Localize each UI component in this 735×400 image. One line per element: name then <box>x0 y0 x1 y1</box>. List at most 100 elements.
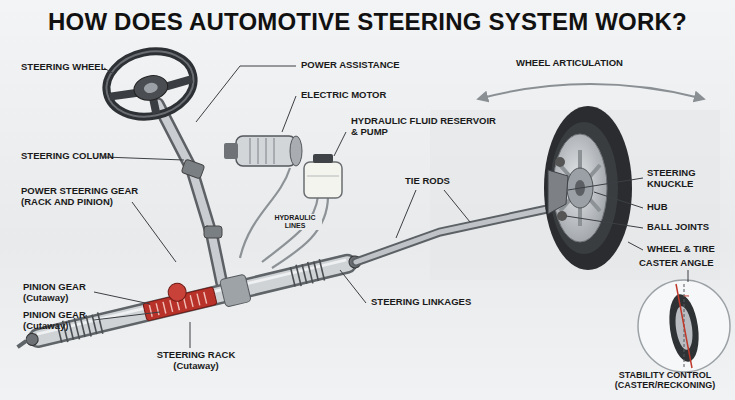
part-label: BALL JOINTS <box>646 222 710 233</box>
steering-wheel <box>100 44 199 125</box>
part-label: POWER STEERING GEAR (RACK AND PINION) <box>20 186 142 208</box>
steering-wheel <box>100 44 199 125</box>
fluid-reservoir <box>313 154 333 163</box>
rack-and-pinion <box>296 265 301 286</box>
leader-lines <box>396 190 416 238</box>
tie-rod <box>356 208 552 262</box>
caster-inset <box>684 295 689 296</box>
rack-and-pinion <box>17 341 28 347</box>
electric-motor <box>250 138 251 164</box>
leader-lines <box>688 270 689 282</box>
caster-inset <box>638 280 730 372</box>
caster-inset <box>638 280 730 372</box>
electric-motor <box>236 136 296 166</box>
part-label: ELECTRIC MOTOR <box>300 90 387 101</box>
leader-lines <box>594 192 643 208</box>
rack-and-pinion <box>37 260 346 334</box>
rack-and-pinion <box>190 295 193 307</box>
wheel-and-tire <box>544 106 632 270</box>
leader-lines <box>132 202 176 262</box>
leader-lines <box>104 157 184 160</box>
steering-column <box>158 104 222 284</box>
fluid-reservoir <box>307 176 339 177</box>
rack-and-pinion <box>308 262 313 283</box>
steering-column <box>158 104 222 284</box>
articulation-arrow <box>482 84 700 98</box>
rack-and-pinion <box>219 274 251 307</box>
rack-and-pinion <box>86 315 91 336</box>
rack-and-pinion <box>12 240 364 357</box>
leader-lines <box>444 190 470 222</box>
rack-and-pinion <box>302 264 307 283</box>
leader-lines <box>334 132 346 156</box>
wheel-and-tire <box>548 170 568 214</box>
leader-lines <box>566 216 643 228</box>
leader-lines <box>94 312 160 320</box>
hydraulic-lines <box>272 196 328 268</box>
part-label: STEERING WHEEL <box>20 62 108 73</box>
rack-and-pinion <box>80 318 85 337</box>
part-label: STEERING COLUMN <box>20 151 115 162</box>
fluid-reservoir <box>304 154 342 198</box>
rack-and-pinion <box>314 262 319 281</box>
part-label: STEERING KNUCKLE <box>646 168 728 190</box>
leader-lines <box>196 66 296 122</box>
wheel-and-tire <box>557 211 567 221</box>
steering-column <box>204 226 222 238</box>
caster-inset <box>676 284 692 368</box>
fluid-reservoir <box>304 162 342 198</box>
tie-rod <box>356 208 552 262</box>
steering-column <box>158 104 222 284</box>
rack-and-pinion <box>156 303 159 315</box>
part-label: HUB <box>646 202 669 213</box>
leader-lines <box>94 292 150 304</box>
electric-motor <box>266 138 267 164</box>
part-label: WHEEL & TIRE <box>646 244 716 255</box>
steering-column <box>181 159 205 179</box>
rack-and-pinion <box>149 305 152 317</box>
rack-and-pinion <box>163 302 166 314</box>
electric-motor <box>274 138 275 164</box>
leader-lines <box>282 96 296 132</box>
part-label: STEERING RACK (Cutaway) <box>140 350 252 372</box>
part-label: TIE RODS <box>404 176 451 187</box>
part-label: PINION GEAR (Cutaway) <box>22 310 96 332</box>
rack-and-pinion <box>38 264 347 338</box>
part-label: HYDRAULIC FLUID RESERVOIR & PUMP <box>350 116 502 138</box>
rack-and-pinion <box>319 259 324 280</box>
diagram-title: HOW DOES AUTOMOTIVE STEERING SYSTEM WORK… <box>48 8 687 36</box>
hydraulic-lines <box>240 168 290 258</box>
leader-lines <box>568 178 643 190</box>
rack-and-pinion <box>92 315 97 334</box>
part-label: WHEEL ARTICULATION <box>515 58 624 69</box>
steering-wheel <box>143 82 159 95</box>
leader-lines <box>340 270 366 303</box>
articulation-arrow <box>482 84 700 98</box>
rack-and-pinion <box>38 264 347 338</box>
rack-and-pinion <box>290 267 295 286</box>
rack-and-pinion <box>197 294 200 306</box>
part-label: POWER ASSISTANCE <box>300 60 401 71</box>
part-label: HYDRAULIC LINES <box>268 214 322 230</box>
wheel-and-tire <box>544 106 632 270</box>
rack-and-pinion <box>170 300 173 312</box>
rack-and-pinion <box>98 312 103 333</box>
leader-lines <box>94 66 688 348</box>
tie-rod <box>356 202 558 262</box>
part-label: CASTER ANGLE <box>638 258 715 269</box>
part-label: STEERING LINKAGES <box>370 297 472 308</box>
part-label: PINION GEAR (Cutaway) <box>22 282 96 304</box>
rack-and-pinion <box>25 332 39 346</box>
part-label: STABILITY CONTROL (CASTER/RECKONING) <box>603 370 727 391</box>
rack-and-pinion <box>166 281 188 303</box>
rack-and-pinion <box>69 320 74 339</box>
wheel-and-tire <box>555 157 565 167</box>
leader-lines <box>190 322 191 348</box>
electric-motor <box>258 138 259 164</box>
electric-motor <box>224 136 302 166</box>
rack-and-pinion <box>57 259 325 343</box>
leader-lines <box>628 242 643 250</box>
rack-and-pinion <box>74 318 79 339</box>
